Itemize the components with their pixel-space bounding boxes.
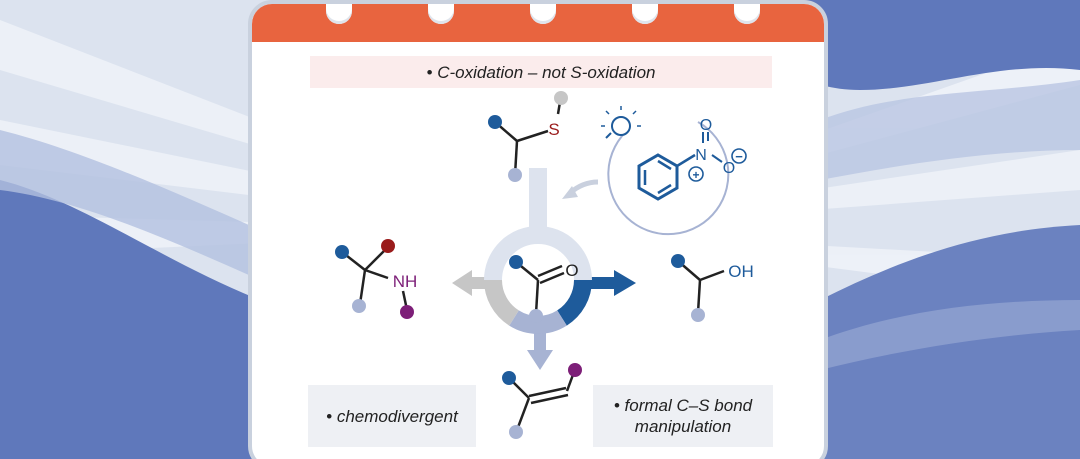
nitrobenzene-icon: N O O + −: [637, 117, 747, 201]
wave-top-right: [760, 0, 1080, 90]
feature-bond-manipulation: • formal C–S bond manipulation: [593, 385, 773, 447]
nitro-o2: O: [723, 160, 735, 177]
carbonyl-intermediate: O: [509, 255, 579, 323]
photochemical-reagent: N O O + −: [601, 106, 747, 236]
wave-mid-right: [820, 80, 1080, 180]
substrate-thioether: S: [488, 91, 568, 182]
calendar-ring: [632, 4, 658, 24]
plus-charge: +: [692, 168, 699, 182]
nitro-o1: O: [700, 117, 712, 134]
feature-text: • chemodivergent: [326, 406, 458, 426]
feature-text: • C-oxidation – not S-oxidation: [426, 62, 656, 82]
hydroxyl-group: OH: [728, 262, 754, 281]
calendar-ring: [530, 4, 556, 24]
amine-group: NH: [393, 272, 418, 291]
divergence-ring: [484, 226, 592, 334]
calendar-ring: [734, 4, 760, 24]
carbonyl-oxygen: O: [565, 261, 578, 280]
product-alkene: [502, 363, 582, 439]
sulfur-atom: S: [548, 120, 559, 139]
feature-text-line2: manipulation: [634, 417, 732, 436]
minus-charge: −: [735, 149, 743, 164]
product-amine: NH: [335, 239, 417, 319]
wave-left: [0, 180, 260, 459]
feature-chemodivergent: • chemodivergent: [308, 385, 476, 447]
feature-text-line1: • formal C–S bond: [613, 396, 753, 415]
nitro-n: N: [695, 147, 707, 164]
wave-bottom-right-light: [820, 300, 1080, 370]
feature-c-oxidation: • C-oxidation – not S-oxidation: [310, 56, 772, 88]
arrow-to-alcohol: [585, 270, 636, 296]
calendar-ring: [326, 4, 352, 24]
lightbulb-icon: [601, 106, 641, 139]
arrow-reagent-input: [562, 179, 599, 199]
calendar-ring: [428, 4, 454, 24]
wave-left-light: [0, 130, 260, 280]
product-alcohol: OH: [671, 254, 754, 322]
